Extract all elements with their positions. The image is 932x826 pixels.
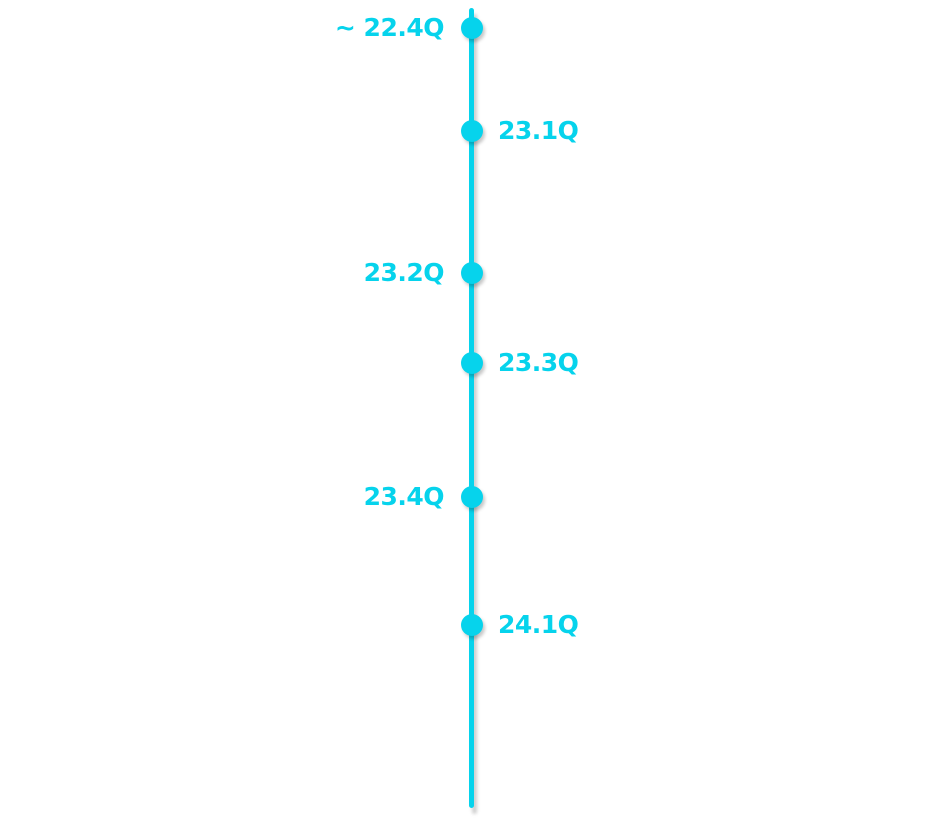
milestone-dot	[461, 262, 483, 284]
milestone-label: 23.4Q	[363, 482, 445, 511]
milestone-dot	[461, 614, 483, 636]
milestone-label: 23.3Q	[498, 348, 579, 377]
milestone-label: 24.1Q	[498, 610, 579, 639]
milestone-dot	[461, 17, 483, 39]
milestone-label: 23.1Q	[498, 116, 579, 145]
milestone-dot	[461, 120, 483, 142]
milestone-dot	[461, 352, 483, 374]
timeline-track-shadow	[472, 14, 477, 814]
milestone-label: ~ 22.4Q	[334, 13, 445, 42]
milestone-label: 23.2Q	[363, 258, 445, 287]
milestone-dot	[461, 486, 483, 508]
timeline-track	[469, 8, 474, 808]
